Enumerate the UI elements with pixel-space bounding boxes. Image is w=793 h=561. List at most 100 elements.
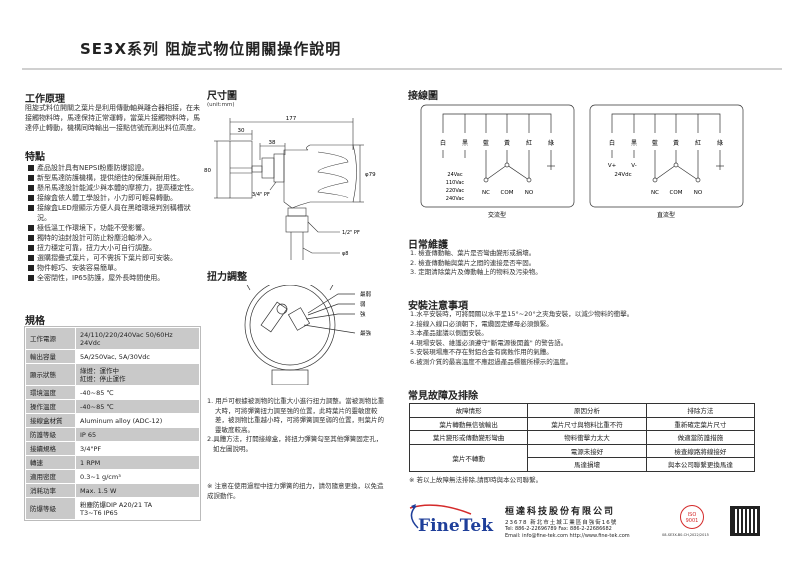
cell: 重新確定葉片尺寸 [645,416,756,431]
iso-badge: ISO 9001 [680,505,704,529]
spec-value: 5A/250Vac, 5A/30Vdc [75,349,200,364]
spec-value: 粉塵防爆DIP A20/21 TA T3~T6 IP65 [75,497,200,520]
install-item: 5.安裝現場應不存在對鋁合金有腐蝕作用的氣體。 [410,348,553,356]
table-row: 葉片不轉動電源未接好檢查線路將線接好 [408,443,756,472]
spec-value: 1 RPM [75,455,200,470]
unit-label: (unit:mm) [207,102,235,108]
cell: 物料衝擊力太大 [527,430,647,445]
dc-vminus: V- [631,163,636,169]
feature-item: 懸吊馬達設計能減少與本體的摩擦力，提高穩定性。 [27,183,202,193]
table-header-row: 故障情形 原因分析 排除方法 [408,403,756,418]
feature-item: 扭力穩定可靠，扭力大小可自行調整。 [27,243,202,253]
dc-wire-black: 黑 [631,140,637,147]
spec-label: 消耗功率 [25,483,76,498]
spec-label: 輸出容量 [25,349,76,364]
page-title: SE3X系列 阻旋式物位開關操作說明 [80,40,342,58]
ac-wire-yellow: 黃 [504,139,510,147]
logo-swoosh-icon [409,504,472,529]
torque-label-weakest: 最弱 [360,291,372,298]
ac-wire-white: 白 [440,139,446,147]
cell: 葉片不轉動 [408,443,529,472]
feature-item: 接線盒依人體工學設計，小力即可輕易轉動。 [27,193,202,203]
spec-label: 防爆等級 [25,497,76,520]
company-phone: Tel: 886-2-22696789 Fax: 886-2-22686682 [505,526,612,532]
conduit-label: 1/2" PF [342,230,360,236]
spec-label: 顯示狀態 [25,363,76,386]
feature-item: 獨特的油封設計可防止粉塵沿軸滲入。 [27,233,202,243]
torque-step: 2.具體方法，打開接線盒，將扭力彈簧勾至其他彈簧固定孔，如左圖說明。 [207,435,383,453]
install-item: 6.被測介質的最高溫度不應超過產品標籤所標示的溫度。 [410,357,573,366]
torque-heading: 扭力調整 [207,272,247,283]
spec-row: 防爆等級粉塵防爆DIP A20/21 TA T3~T6 IP65 [25,497,200,520]
cell: 與本公司聯繫更換馬達 [645,457,756,472]
finetek-logo: FineTek [406,502,501,542]
company-web: Email: info@fine-tek.com http://www.fine… [505,533,630,539]
features-heading: 特點 [25,152,45,163]
troubleshoot-table: 故障情形 原因分析 排除方法 葉片轉動無信號輸出葉片尺寸與物料比重不符重新確定葉… [408,403,756,472]
ac-wire-green: 綠 [548,139,554,147]
feature-item: 接線盒LED燈顯示方便人員在黑暗環境判別稱槽狀況。 [27,203,202,223]
cell: 馬達損壞 [527,457,647,472]
spec-value: Max. 1.5 W [75,483,200,498]
feature-item: 全密閉性，IP65防護，屋外長時間使用。 [27,273,202,283]
ac-nc: NC [482,190,490,196]
spec-label: 防護等級 [25,427,76,442]
spec-value: -40~85 ℃ [75,385,200,400]
torque-label-strongest: 最強 [360,329,372,337]
cable-label: φ8 [342,251,348,257]
torque-steps: 1. 用戶可根據被測物的比重大小進行扭力調整。當被測物比重大時，可將彈簧扭力調至… [207,397,387,454]
thread-label: 3/4" PF [252,192,270,198]
maintenance-list: 1. 檢查傳動軸、葉片是否彎曲變形或損壞。2. 檢查傳動軸與葉片之間的連接是否牢… [410,249,770,278]
dc-voltage: 24Vdc [614,172,631,178]
install-item: 3.本產品建議以側面安裝。 [410,329,488,337]
dc-wire-red: 紅 [695,139,701,147]
brand-name: FineTek [418,516,493,536]
torque-diagram: 最弱 弱 強 最強 [244,285,372,385]
dc-wire-green: 綠 [717,139,723,147]
spec-label: 操作溫度 [25,399,76,414]
spec-label: 接線盒材質 [25,413,76,428]
dc-nc: NC [651,190,659,196]
column-header: 故障情形 [408,403,529,418]
troubleshoot-heading: 常見故障及排除 [408,391,478,402]
spec-value: IP 65 [75,427,200,442]
dimension-drawing: 177 30 38 80 φ79 3/4" PF 1/2" PF φ8 [204,116,376,260]
install-item: 1.水平安裝時，可將開關以水平呈15°~20°之夾角安裝，以減少物料的衝擊。 [410,310,634,318]
ac-wire-black: 黑 [462,140,468,147]
feature-item: 選購摺疊式葉片，可不需拆下葉片即可安裝。 [27,253,202,263]
ac-caption: 交流型 [488,211,506,219]
feature-item: 產品設計具有NEPSI粉塵防爆認證。 [27,163,202,173]
cell: 檢查線路將線接好 [645,443,756,458]
dim-79: φ79 [365,172,376,178]
install-item: 4.現場安裝、維護必須遵守"斷電源後開蓋" 的警告語。 [410,338,568,347]
maintenance-item: 2. 檢查傳動軸與葉片之間的連接是否牢固。 [410,258,536,267]
spec-heading: 規格 [25,316,45,327]
spec-row: 環境溫度-40~85 ℃ [25,385,200,400]
cell: 電源未接好 [527,443,647,458]
wiring-heading: 接線圖 [408,91,438,102]
cell: 葉片轉動無信號輸出 [408,416,529,431]
spec-label: 轉速 [25,455,76,470]
doc-code: 08-SE3X-B0-CH,2022/2015 [662,533,709,537]
qr-code [730,506,760,536]
dc-vplus: V+ [608,163,617,169]
dc-caption: 直流型 [657,211,675,219]
spec-value: 3/4"PF [75,441,200,456]
spec-value: 0.3~1 g/cm³ [75,469,200,484]
ac-voltage: 220Vac [446,188,465,194]
torque-label-weak: 弱 [360,301,366,308]
troubleshoot-note: ※ 若以上故障無法排除,請即時與本公司聯繫。 [409,476,543,484]
install-heading: 安裝注意事項 [408,301,468,312]
feature-item: 物件輕巧、安裝容易簡單。 [27,263,202,273]
column-header: 排除方法 [645,403,756,418]
maintenance-item: 1. 檢查傳動軸、葉片是否彎曲變形或損壞。 [410,249,536,257]
cell: 葉片變形或傳動變形彎曲 [408,430,529,445]
company-name: 桓達科技股份有限公司 [505,507,616,517]
